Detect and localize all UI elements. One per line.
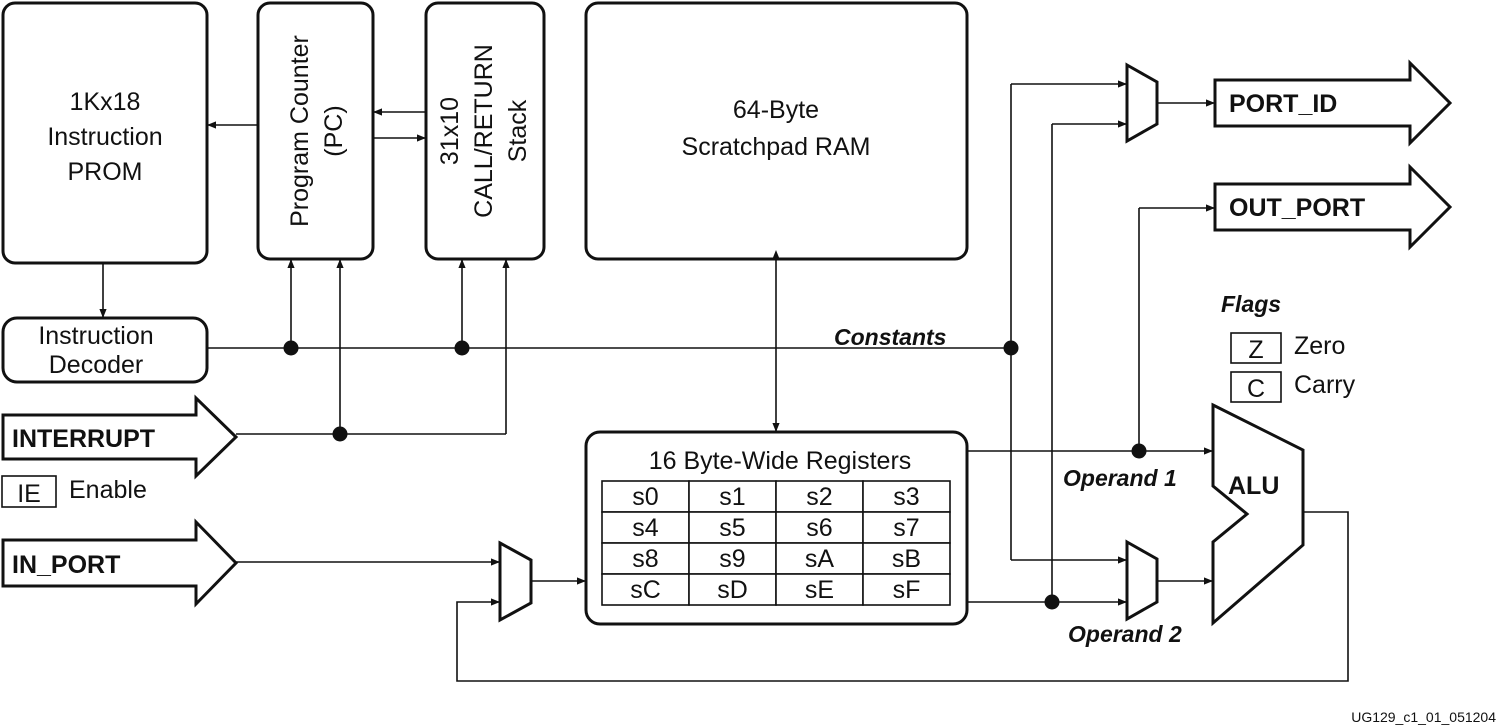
register-name: s5 — [719, 514, 745, 542]
scratchpad-label-line2: Scratchpad RAM — [682, 133, 871, 161]
in-port-label: IN_PORT — [12, 551, 120, 579]
instruction-prom-block: 1Kx18 Instruction PROM — [1, 1, 209, 265]
register-name: s9 — [719, 545, 745, 573]
register-cell — [862, 573, 951, 606]
register-cell — [688, 573, 777, 606]
register-name: s6 — [806, 514, 832, 542]
prom-label-line2: Instruction — [47, 123, 162, 151]
enable-key: IE — [17, 480, 41, 508]
register-cell — [601, 573, 690, 606]
flag-zero-label: Zero — [1294, 332, 1345, 360]
registers-title: 16 Byte-Wide Registers — [649, 447, 912, 475]
stack-label-line3: Stack — [504, 99, 532, 162]
flag-carry-label: Carry — [1294, 371, 1356, 399]
call-return-stack-block: 31x10 CALL/RETURN Stack — [424, 1, 546, 261]
register-cell — [775, 573, 864, 606]
register-cell — [688, 542, 777, 575]
register-name: s1 — [719, 483, 745, 511]
constants-label: Constants — [834, 324, 946, 350]
register-grid: s0 s1 s2 s3 s4 s5 s6 s7 s8 s9 sA sB sC sD sE sF — [601, 480, 951, 606]
in-port-mux — [498, 540, 533, 623]
register-name: s7 — [893, 514, 919, 542]
interrupt-enable: IE Enable — [1, 475, 147, 508]
port-id-output: PORT_ID — [1213, 59, 1453, 147]
in-port: IN_PORT — [1, 518, 239, 608]
out-port-label: OUT_PORT — [1229, 194, 1365, 222]
operand2-mux — [1125, 539, 1159, 622]
prom-label-line1: 1Kx18 — [70, 88, 141, 116]
operand2-label: Operand 2 — [1068, 621, 1182, 647]
interrupt-port: INTERRUPT — [1, 394, 239, 480]
alu-block: ALU — [1211, 402, 1305, 627]
flag-zero-key: Z — [1248, 336, 1263, 364]
port-id-label: PORT_ID — [1229, 90, 1337, 118]
flag-carry-key: C — [1247, 375, 1265, 403]
register-cell — [775, 511, 864, 544]
decoder-label-line2: Decoder — [49, 351, 144, 379]
instruction-decoder-block: Instruction Decoder — [1, 316, 209, 384]
flags-label: Flags — [1221, 291, 1281, 317]
junction-dots — [283, 340, 1147, 610]
out-port-output: OUT_PORT — [1213, 163, 1453, 251]
port-id-mux — [1125, 62, 1159, 144]
register-name: sD — [717, 576, 748, 604]
register-cell — [601, 480, 690, 513]
program-counter-block: Program Counter (PC) — [256, 1, 375, 261]
stack-label-line1: 31x10 — [436, 97, 464, 165]
decoder-label-line1: Instruction — [38, 322, 153, 350]
register-name: s2 — [806, 483, 832, 511]
pc-label-line1: Program Counter — [286, 35, 314, 227]
register-name: s3 — [893, 483, 919, 511]
figure-caption: UG129_c1_01_051204 — [1351, 709, 1496, 725]
register-name: s0 — [632, 483, 658, 511]
register-name: s4 — [632, 514, 659, 542]
register-name: sF — [893, 576, 921, 604]
register-cell — [862, 480, 951, 513]
register-name: sC — [630, 576, 661, 604]
pc-label-line2: (PC) — [320, 105, 348, 156]
register-name: sA — [805, 545, 835, 573]
flag-carry: C Carry — [1230, 371, 1356, 403]
stack-label-line2: CALL/RETURN — [470, 44, 498, 218]
scratchpad-ram-block: 64-Byte Scratchpad RAM — [584, 1, 969, 261]
register-name: sB — [892, 545, 921, 573]
enable-label: Enable — [69, 476, 147, 504]
alu-label: ALU — [1228, 472, 1279, 500]
interrupt-label: INTERRUPT — [12, 425, 155, 453]
register-cell — [688, 480, 777, 513]
prom-label-line3: PROM — [68, 158, 143, 186]
operand1-label: Operand 1 — [1063, 465, 1177, 491]
register-name: sE — [805, 576, 834, 604]
flag-zero: Z Zero — [1230, 332, 1345, 364]
register-cell — [601, 542, 690, 575]
scratchpad-label-line1: 64-Byte — [733, 96, 819, 124]
register-name: s8 — [632, 545, 658, 573]
wires — [99, 80, 1349, 682]
